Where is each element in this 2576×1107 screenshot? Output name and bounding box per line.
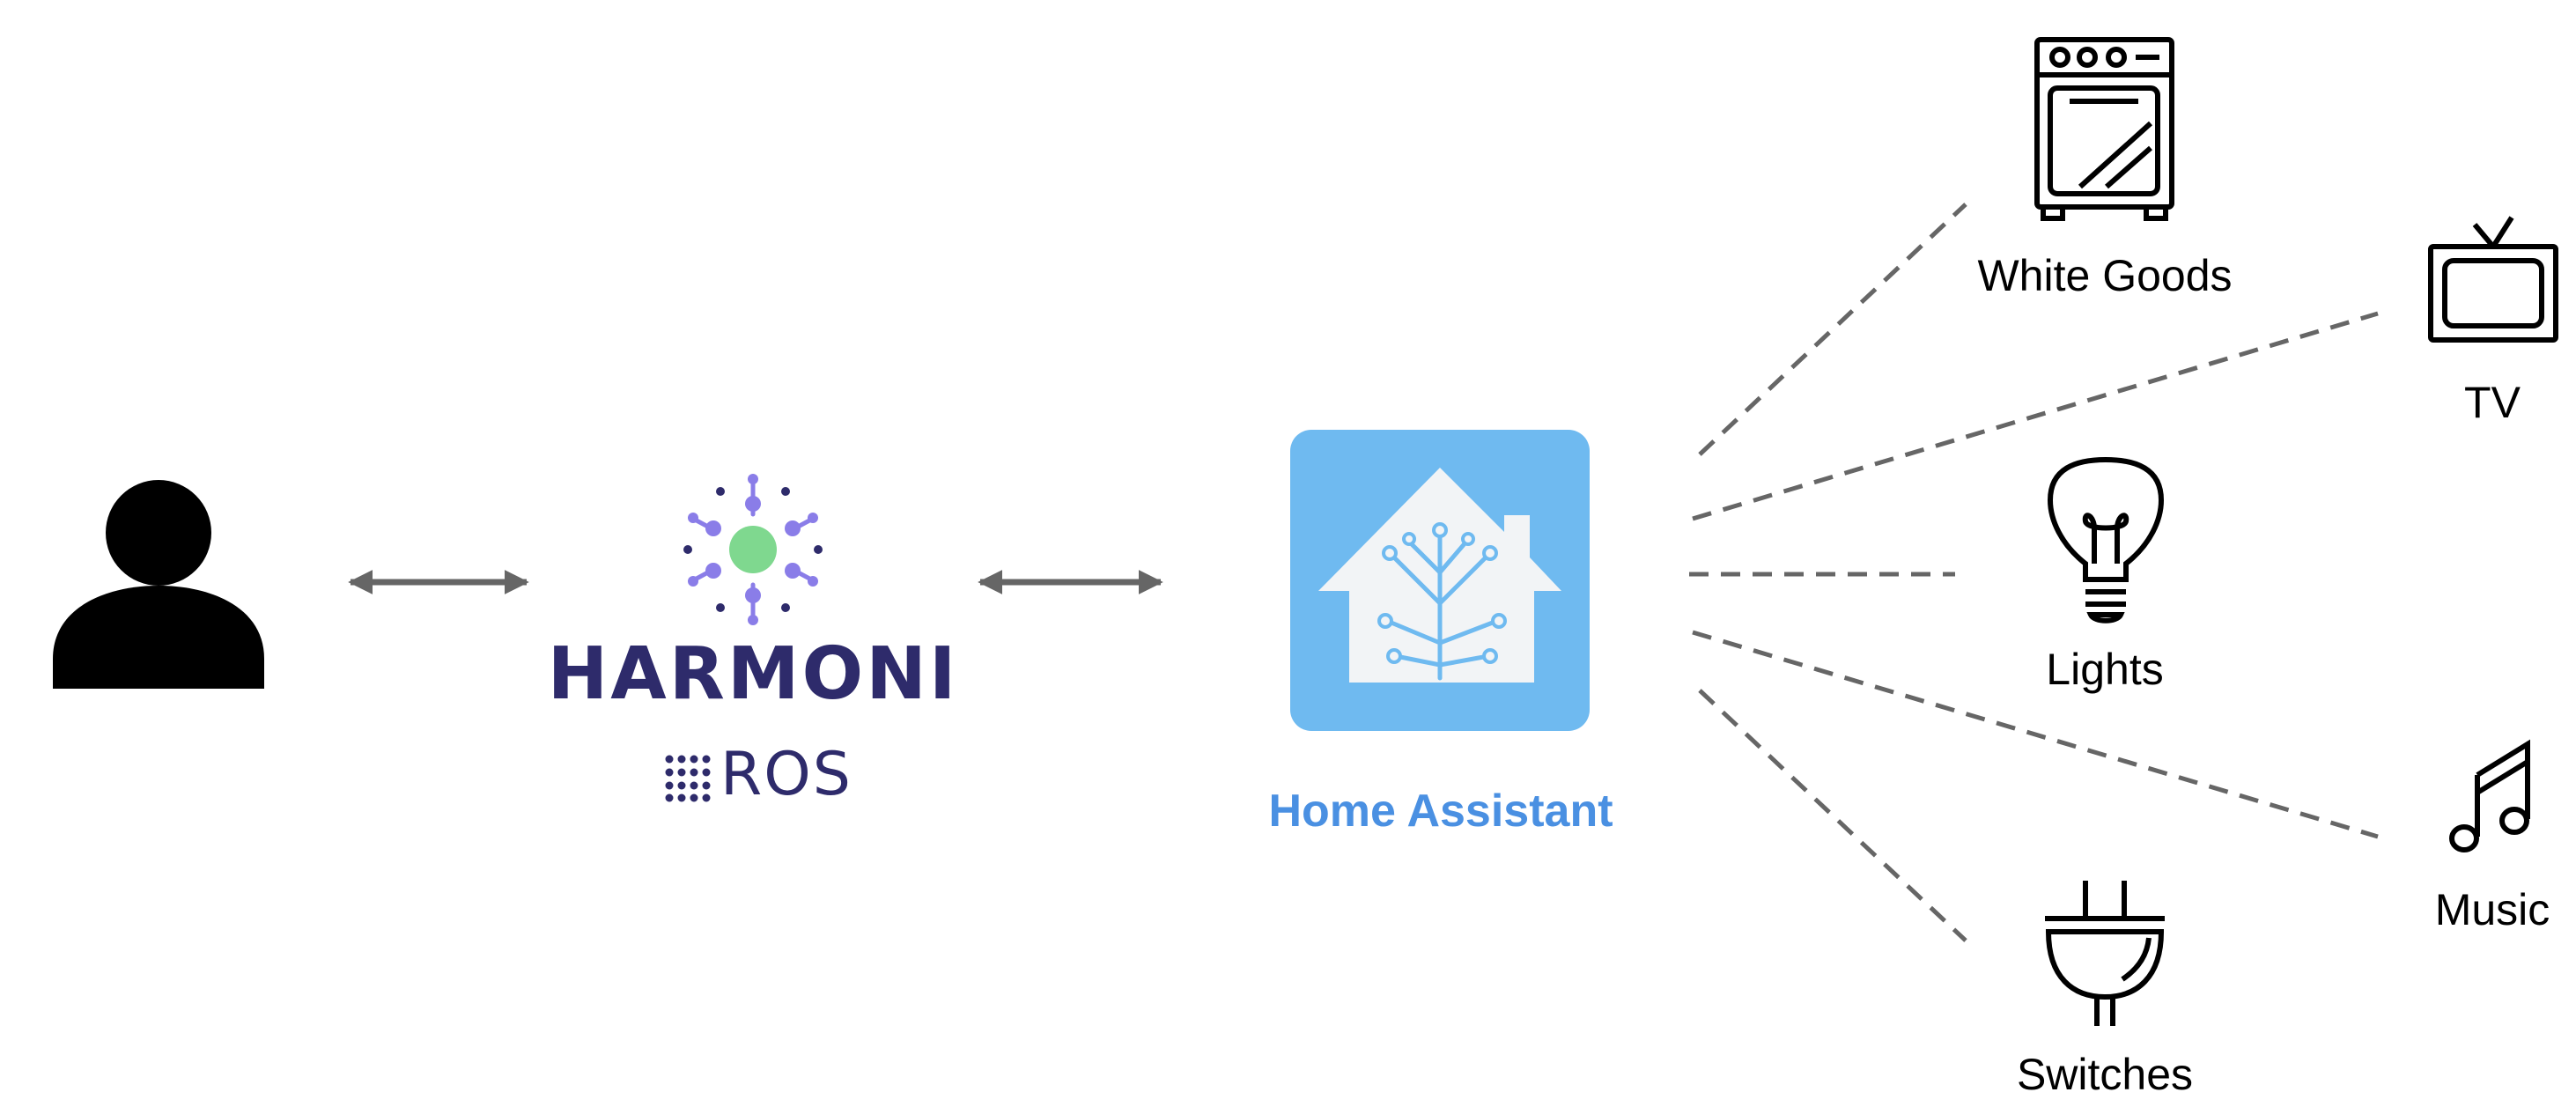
device-label-music: Music [2434, 885, 2550, 934]
connector-music [1692, 630, 2379, 839]
device-label-lights: Lights [2046, 645, 2164, 694]
connector-tv [1692, 311, 2379, 521]
harmoni-logo-icon [683, 474, 823, 625]
oven-icon [2034, 37, 2174, 221]
device-label-switches: Switches [2016, 1050, 2194, 1099]
ros-logo-icon [665, 755, 711, 802]
device-label-white-goods: White Goods [1977, 251, 2233, 300]
ros-wordmark: ROS [720, 740, 853, 809]
home-assistant-label: Home Assistant [1268, 786, 1613, 837]
connector-switches [1698, 689, 1967, 942]
user-icon [53, 480, 264, 689]
lightbulb-icon [2047, 456, 2165, 624]
tv-icon [2428, 216, 2558, 343]
connector-white-goods [1698, 203, 1967, 456]
music-note-icon [2449, 739, 2530, 852]
harmoni-wordmark: HARMONI [547, 632, 959, 716]
home-assistant-logo-icon [1290, 430, 1590, 731]
plug-icon [2045, 881, 2165, 1026]
device-label-tv: TV [2464, 378, 2521, 427]
